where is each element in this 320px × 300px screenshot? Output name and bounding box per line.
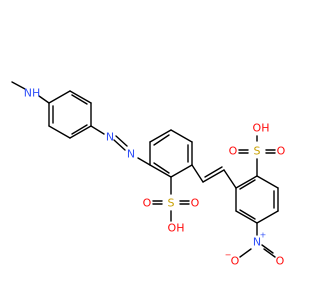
bond: [191, 164, 204, 183]
bond: [223, 169, 237, 189]
bond: [153, 134, 170, 146]
bond: [48, 125, 71, 139]
bond: [263, 248, 276, 258]
bond: [153, 162, 170, 174]
bond: [239, 179, 256, 190]
bond: [71, 124, 88, 135]
bond: [202, 169, 225, 183]
atom-nitro-o-right: O: [276, 255, 285, 268]
atom-o-bottom-oh: OH: [168, 222, 185, 235]
bond: [235, 175, 258, 189]
bond: [256, 175, 279, 189]
atom-o-top-left: O: [229, 145, 238, 158]
atom-azo-n-upper: N: [106, 131, 114, 144]
bond: [170, 129, 193, 143]
bond: [239, 248, 252, 258]
atom-o-bottom-right: O: [191, 197, 200, 210]
bond: [48, 90, 71, 104]
bond: [115, 135, 128, 147]
bond: [38, 95, 50, 104]
bond: [239, 209, 256, 220]
atom-s-bottom: S: [168, 197, 175, 210]
bond: [71, 94, 88, 105]
bond: [149, 164, 172, 178]
chemical-structure-diagram: NH N N S OH O O S O O OH N + O − O: [11, 81, 286, 268]
bond: [149, 129, 172, 143]
atom-o-top-right: O: [277, 145, 286, 158]
bond: [256, 210, 279, 224]
bond: [137, 157, 151, 166]
bond-lines: [11, 81, 279, 258]
bond: [261, 244, 274, 254]
atom-o-bottom-left: O: [143, 197, 152, 210]
bond: [113, 139, 126, 151]
nitro-o-charge: −: [225, 251, 232, 260]
bond: [204, 166, 223, 178]
atom-nh: NH: [24, 87, 41, 100]
nitro-n-charge: +: [260, 231, 267, 240]
bond: [69, 90, 92, 104]
atom-s-top: S: [254, 145, 261, 158]
atom-nitro-n: N: [253, 236, 261, 249]
atom-nitro-o-left: O: [231, 255, 240, 268]
bond: [90, 125, 105, 135]
atom-azo-n-lower: N: [127, 148, 135, 161]
atom-o-top-oh: OH: [253, 122, 270, 135]
bond: [170, 164, 193, 178]
bond: [11, 81, 26, 90]
bond: [235, 210, 258, 224]
bond: [69, 125, 92, 139]
